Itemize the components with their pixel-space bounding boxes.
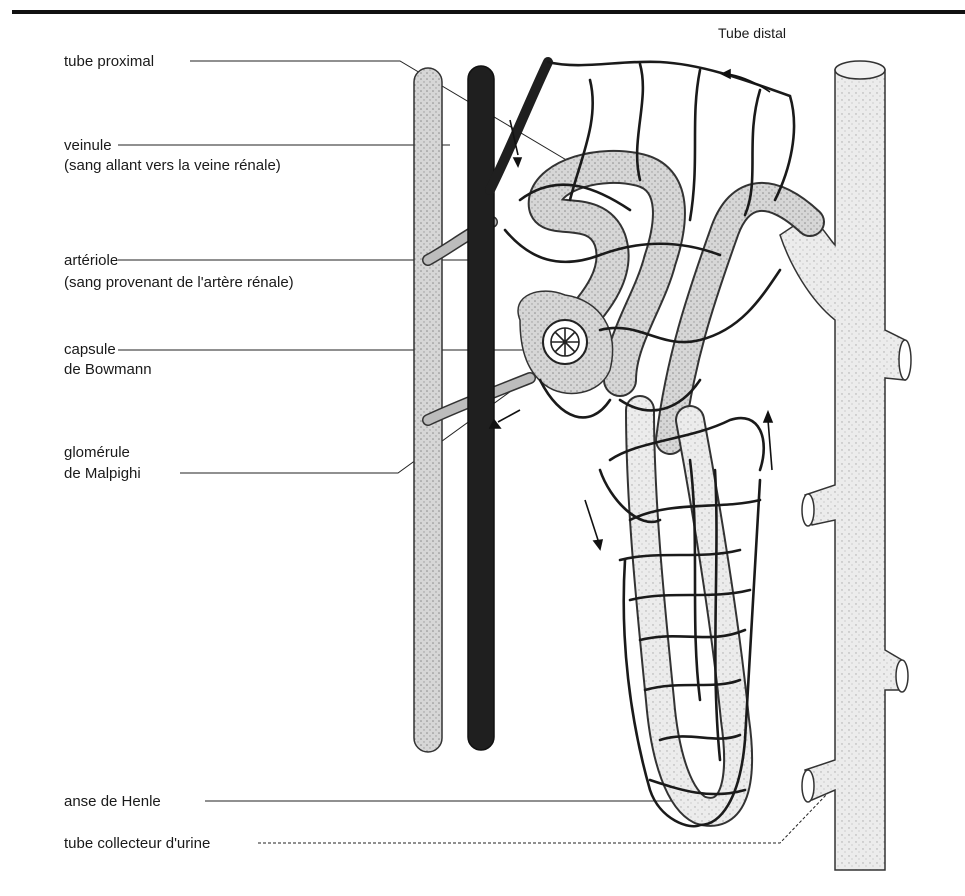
- leader-tube-collecteur: [258, 770, 850, 843]
- vein-vessel: [468, 62, 548, 750]
- collecting-duct: [780, 61, 911, 870]
- loop-of-henle: [640, 410, 738, 812]
- glomerulus: [551, 328, 579, 356]
